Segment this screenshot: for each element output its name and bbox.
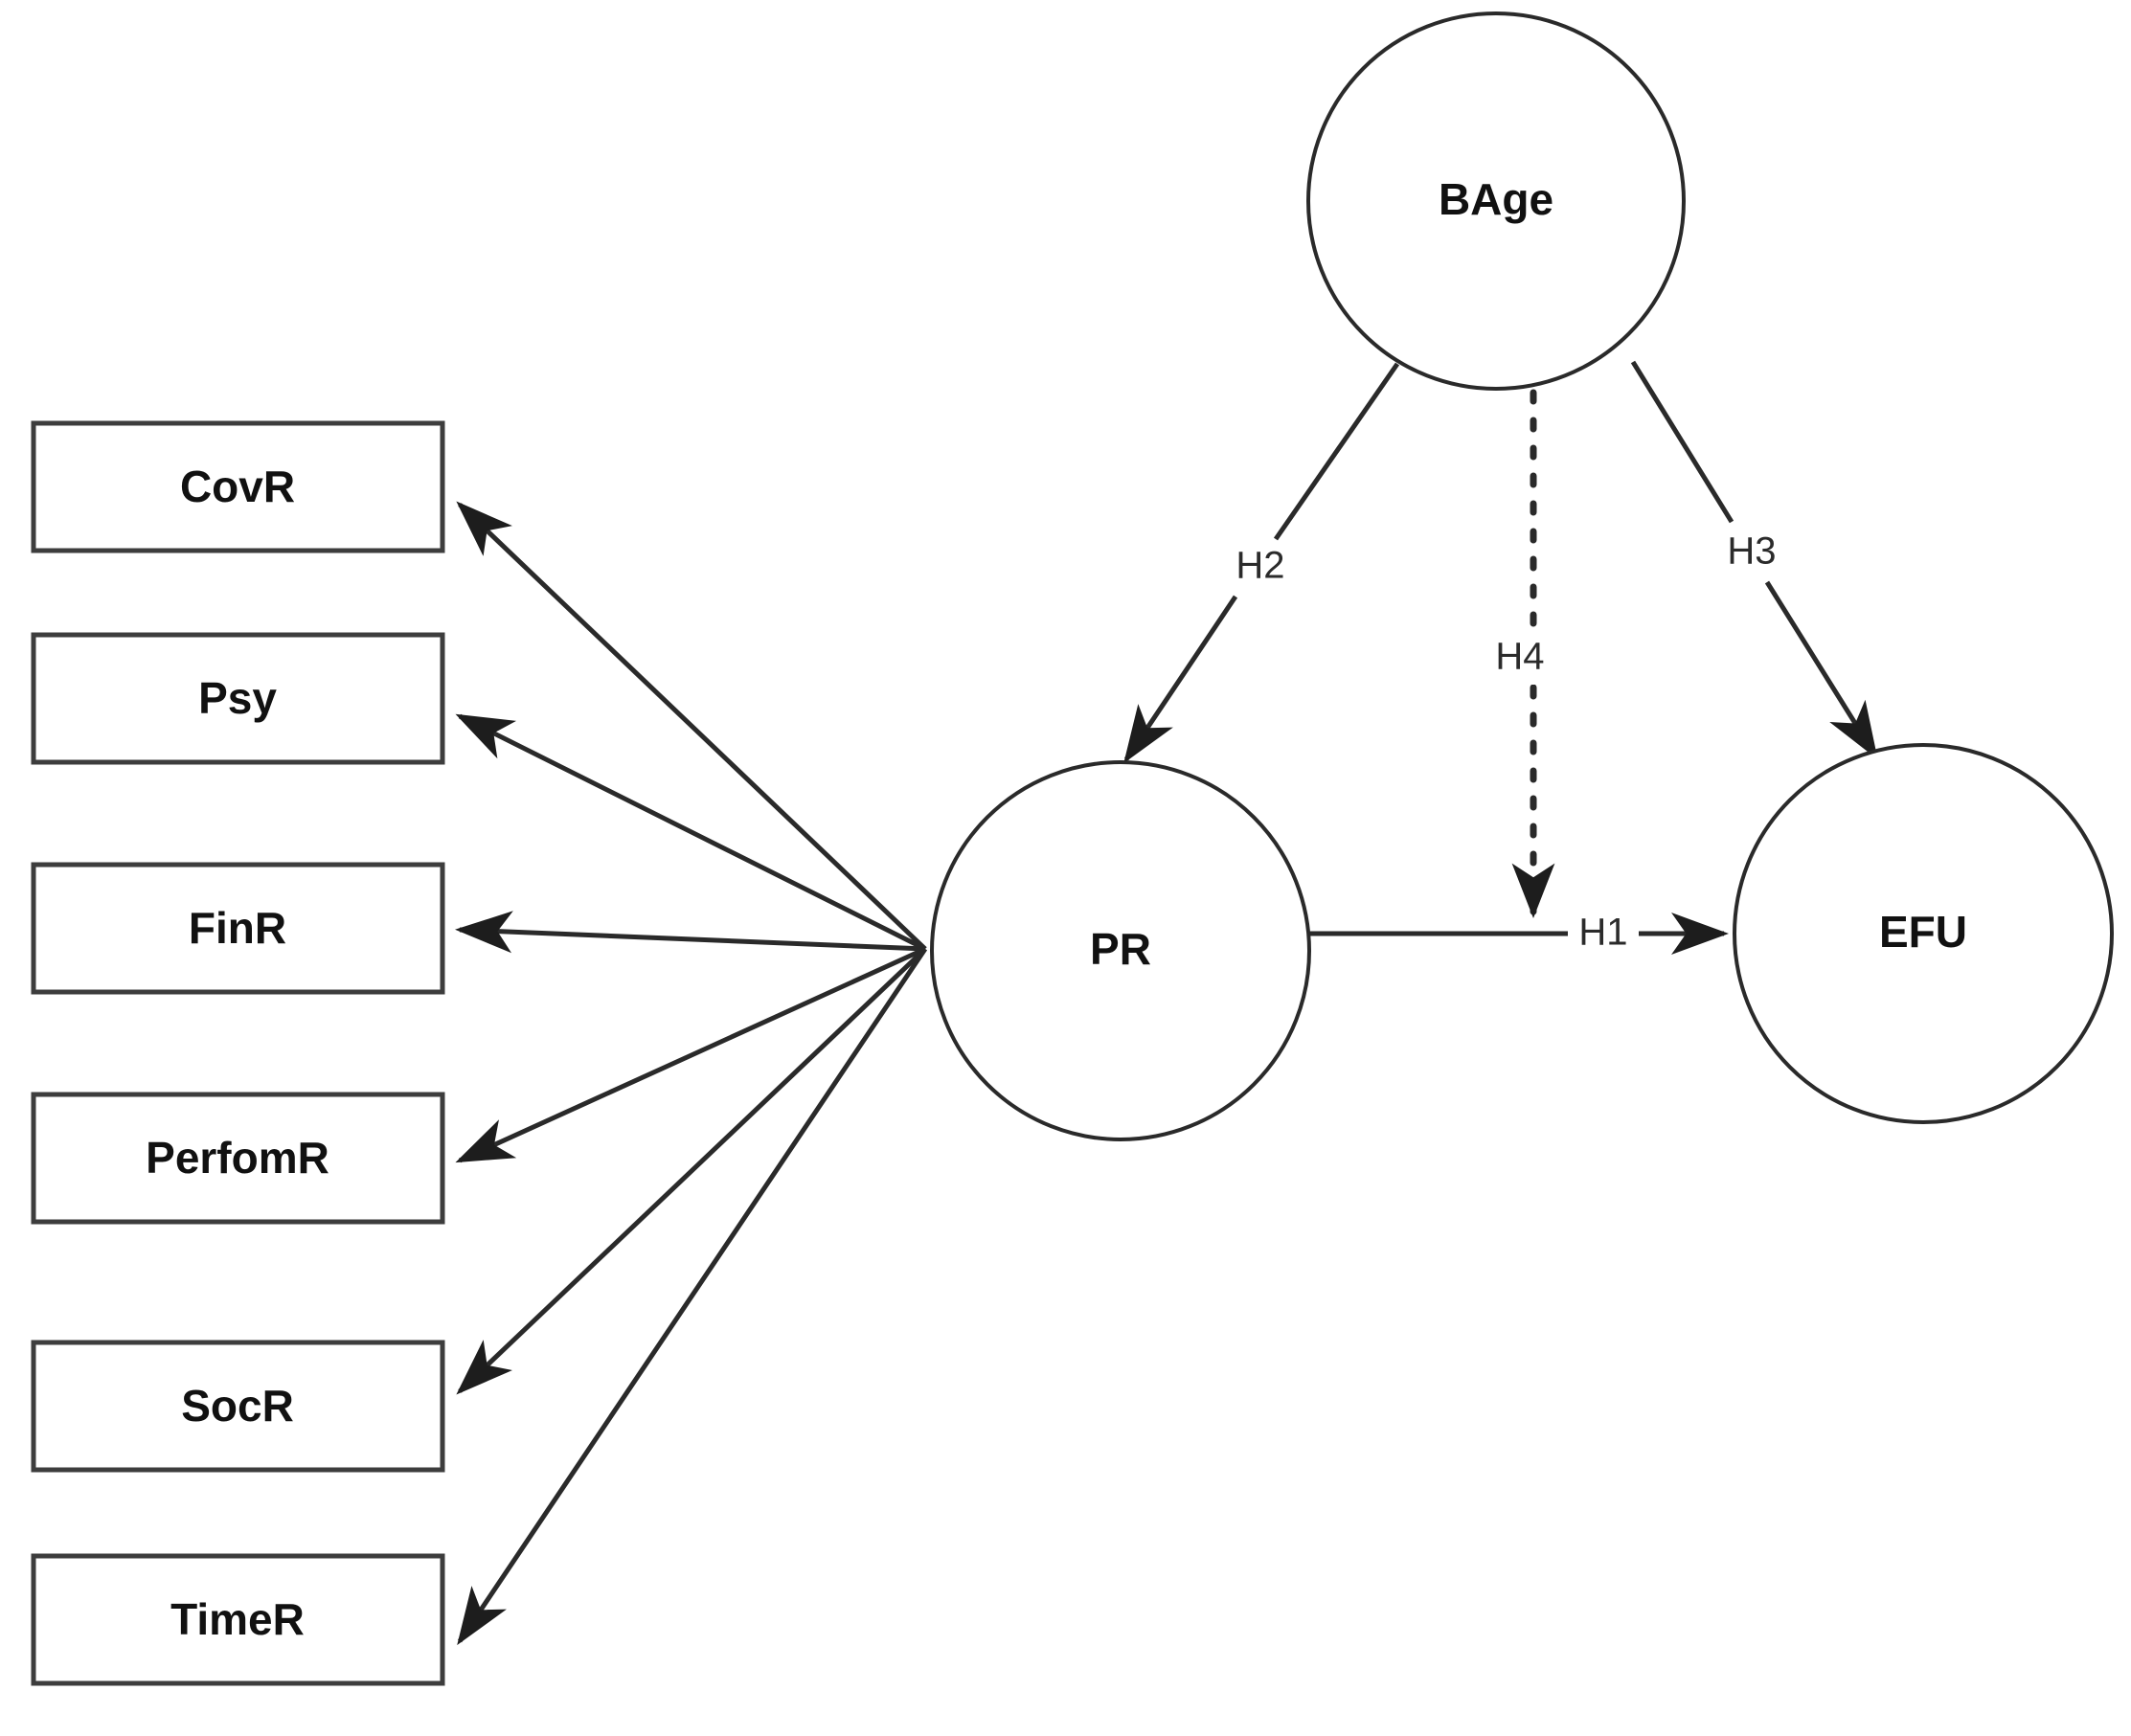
edge-pr-to-finr xyxy=(455,911,926,954)
indicator-box-psy[interactable]: Psy xyxy=(31,632,445,765)
path-label-h1-group: H1 xyxy=(1568,909,1639,960)
construct-circle-efu-shape[interactable] xyxy=(1733,743,2114,1124)
indicator-box-covr-label: CovR xyxy=(180,462,295,511)
indicator-box-perfomr[interactable]: PerfomR xyxy=(31,1092,445,1225)
edge-h2-upper-segment xyxy=(1273,362,1400,541)
construct-circles: BAge PR EFU xyxy=(930,11,2114,1141)
path-label-h4-halo xyxy=(1484,633,1556,685)
structural-edges xyxy=(1123,360,1878,955)
path-label-h1: H1 xyxy=(1578,912,1627,954)
path-label-h4-group: H4 xyxy=(1484,633,1556,685)
construct-circle-bage-shape[interactable] xyxy=(1306,11,1686,391)
edge-h2-lower-segment xyxy=(1123,595,1238,764)
path-label-h2-halo xyxy=(1224,542,1297,594)
path-label-h3-group: H3 xyxy=(1715,528,1788,579)
construct-circle-pr[interactable]: PR xyxy=(930,760,1311,1141)
construct-circle-bage[interactable]: BAge xyxy=(1306,11,1686,391)
indicator-box-covr[interactable]: CovR xyxy=(31,420,445,553)
indicator-box-finr[interactable]: FinR xyxy=(31,862,445,995)
construct-circle-pr-label: PR xyxy=(1090,924,1151,974)
edge-pr-to-timer xyxy=(457,947,928,1646)
path-labels: H2 H3 H4 H1 xyxy=(1224,528,1788,960)
indicator-box-timer[interactable]: TimeR xyxy=(31,1553,445,1686)
indicator-box-covr-shape[interactable] xyxy=(31,420,445,553)
indicator-box-perfomr-shape[interactable] xyxy=(31,1092,445,1225)
indicator-box-socr[interactable]: SocR xyxy=(31,1340,445,1473)
indicator-box-timer-shape[interactable] xyxy=(31,1553,445,1686)
construct-circle-bage-label: BAge xyxy=(1439,174,1553,224)
indicator-box-socr-shape[interactable] xyxy=(31,1340,445,1473)
edge-pr-to-perfomr xyxy=(455,946,927,1163)
path-label-h4: H4 xyxy=(1495,636,1544,678)
path-label-h2: H2 xyxy=(1236,545,1284,587)
path-label-h2-group: H2 xyxy=(1224,542,1297,594)
edge-pr-to-covr xyxy=(456,501,927,951)
construct-circle-efu-label: EFU xyxy=(1879,907,1967,957)
path-label-h1-halo xyxy=(1568,909,1639,960)
edge-pr-to-socr xyxy=(456,947,927,1395)
path-label-h3: H3 xyxy=(1727,530,1776,573)
indicator-box-finr-shape[interactable] xyxy=(31,862,445,995)
indicator-box-psy-label: Psy xyxy=(198,673,277,723)
edge-pr-to-psy xyxy=(455,713,927,952)
indicator-boxes: CovR Psy FinR PerfomR SocR TimeR xyxy=(31,420,445,1686)
edge-h3-upper-segment xyxy=(1630,360,1734,524)
construct-circle-efu[interactable]: EFU xyxy=(1733,743,2114,1124)
construct-circle-pr-shape[interactable] xyxy=(930,760,1311,1141)
indicator-box-finr-label: FinR xyxy=(189,903,286,953)
indicator-box-timer-label: TimeR xyxy=(170,1594,305,1644)
indicator-box-psy-shape[interactable] xyxy=(31,632,445,765)
measurement-edges xyxy=(455,501,928,1646)
indicator-box-socr-label: SocR xyxy=(181,1381,294,1431)
path-label-h3-halo xyxy=(1715,528,1788,579)
edge-h3-lower-segment xyxy=(1764,580,1878,760)
indicator-box-perfomr-label: PerfomR xyxy=(146,1133,329,1183)
